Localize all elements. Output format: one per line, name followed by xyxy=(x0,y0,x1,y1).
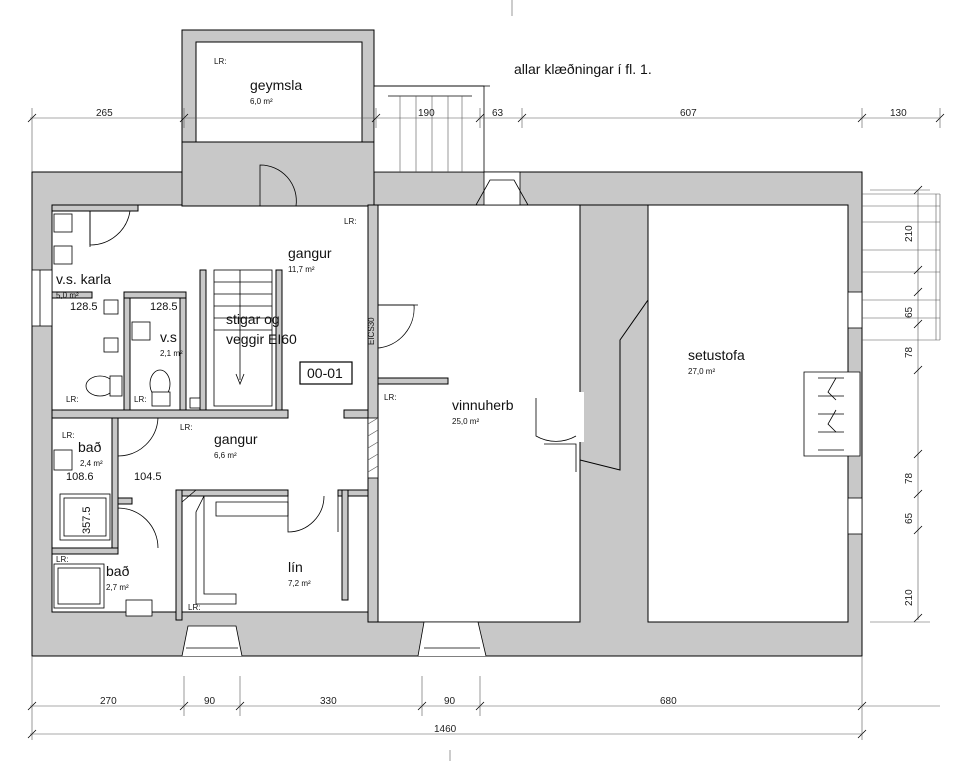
room-area-bad-1: 2,4 m² xyxy=(80,459,103,468)
door-rating: EICS30 xyxy=(367,317,376,345)
lr-label: LR: xyxy=(134,395,146,404)
dim-label: 104.5 xyxy=(134,471,162,483)
diagonal-wall xyxy=(579,204,649,471)
room-name-vinnuherb: vinnuherb xyxy=(452,397,514,413)
room-area-vs-karla: 5,0 m² xyxy=(56,291,79,300)
fixtures xyxy=(53,213,201,617)
lr-label: LR: xyxy=(180,423,192,432)
dim-right: 78 xyxy=(904,346,915,358)
dim-label: 108.6 xyxy=(66,471,94,483)
dim-bottom: 330 xyxy=(320,696,337,707)
dim-right: 210 xyxy=(904,225,915,242)
dim-right: 65 xyxy=(904,306,915,318)
window xyxy=(31,171,863,657)
lr-label: LR: xyxy=(62,431,74,440)
room-name-bad-2: bað xyxy=(106,563,130,579)
lr-label: LR: xyxy=(384,393,396,402)
room-area-vinnuherb: 25,0 m² xyxy=(452,417,479,426)
dim-top: 607 xyxy=(680,108,697,119)
room-area-gangur-upper: 11,7 m² xyxy=(288,265,315,274)
room-name-gangur-lower: gangur xyxy=(214,431,258,447)
dim-bottom: 680 xyxy=(660,696,677,707)
linen-shelving xyxy=(181,489,289,605)
dim-label: 128.5 xyxy=(70,301,98,313)
dim-bottom: 90 xyxy=(204,696,216,707)
lr-label: LR: xyxy=(56,555,68,564)
dim-top: 265 xyxy=(96,108,113,119)
dim-bottom: 90 xyxy=(444,696,456,707)
room-name-setustofa: setustofa xyxy=(688,347,745,363)
room-area-lin: 7,2 m² xyxy=(288,579,311,588)
room-name-bad-1: bað xyxy=(78,439,102,455)
outside-steps xyxy=(373,85,490,173)
room-area-geymsla: 6,0 m² xyxy=(250,97,273,106)
staircase xyxy=(213,269,273,407)
note-cladding: allar klæðningar í fl. 1. xyxy=(514,61,652,77)
dim-label: 128.5 xyxy=(150,301,178,313)
dim-total: 1460 xyxy=(434,724,457,735)
dim-right: 78 xyxy=(904,472,915,484)
lr-label: LR: xyxy=(214,57,226,66)
interior-wall xyxy=(367,204,379,623)
door xyxy=(89,164,577,549)
dim-bottom: 270 xyxy=(100,696,117,707)
room-name-vs: v.s xyxy=(160,329,177,345)
dim-right: 65 xyxy=(904,512,915,524)
room-name-geymsla: geymsla xyxy=(250,77,302,93)
lr-label: LR: xyxy=(66,395,78,404)
lr-label: LR: xyxy=(188,603,200,612)
stairs-label-line2: veggir EI60 xyxy=(226,331,297,347)
room-area-vs: 2,1 m² xyxy=(160,349,183,358)
outside-ramp xyxy=(862,193,941,341)
room-area-gangur-lower: 6,6 m² xyxy=(214,451,237,460)
dim-right: 210 xyxy=(904,589,915,606)
room-code: 00-01 xyxy=(307,365,343,381)
dim-top: 190 xyxy=(418,108,435,119)
room-area-setustofa: 27,0 m² xyxy=(688,367,715,376)
room-name-gangur-upper: gangur xyxy=(288,245,332,261)
dim-top: 63 xyxy=(492,108,504,119)
interior-wall xyxy=(51,409,289,419)
dim-top: 130 xyxy=(890,108,907,119)
dim-label: 357.5 xyxy=(81,506,93,534)
lr-label: LR: xyxy=(344,217,356,226)
stairs-label-line1: stigar og xyxy=(226,311,280,327)
room-area-bad-2: 2,7 m² xyxy=(106,583,129,592)
room-name-lin: lín xyxy=(288,559,303,575)
room-name-vs-karla: v.s. karla xyxy=(56,271,111,287)
